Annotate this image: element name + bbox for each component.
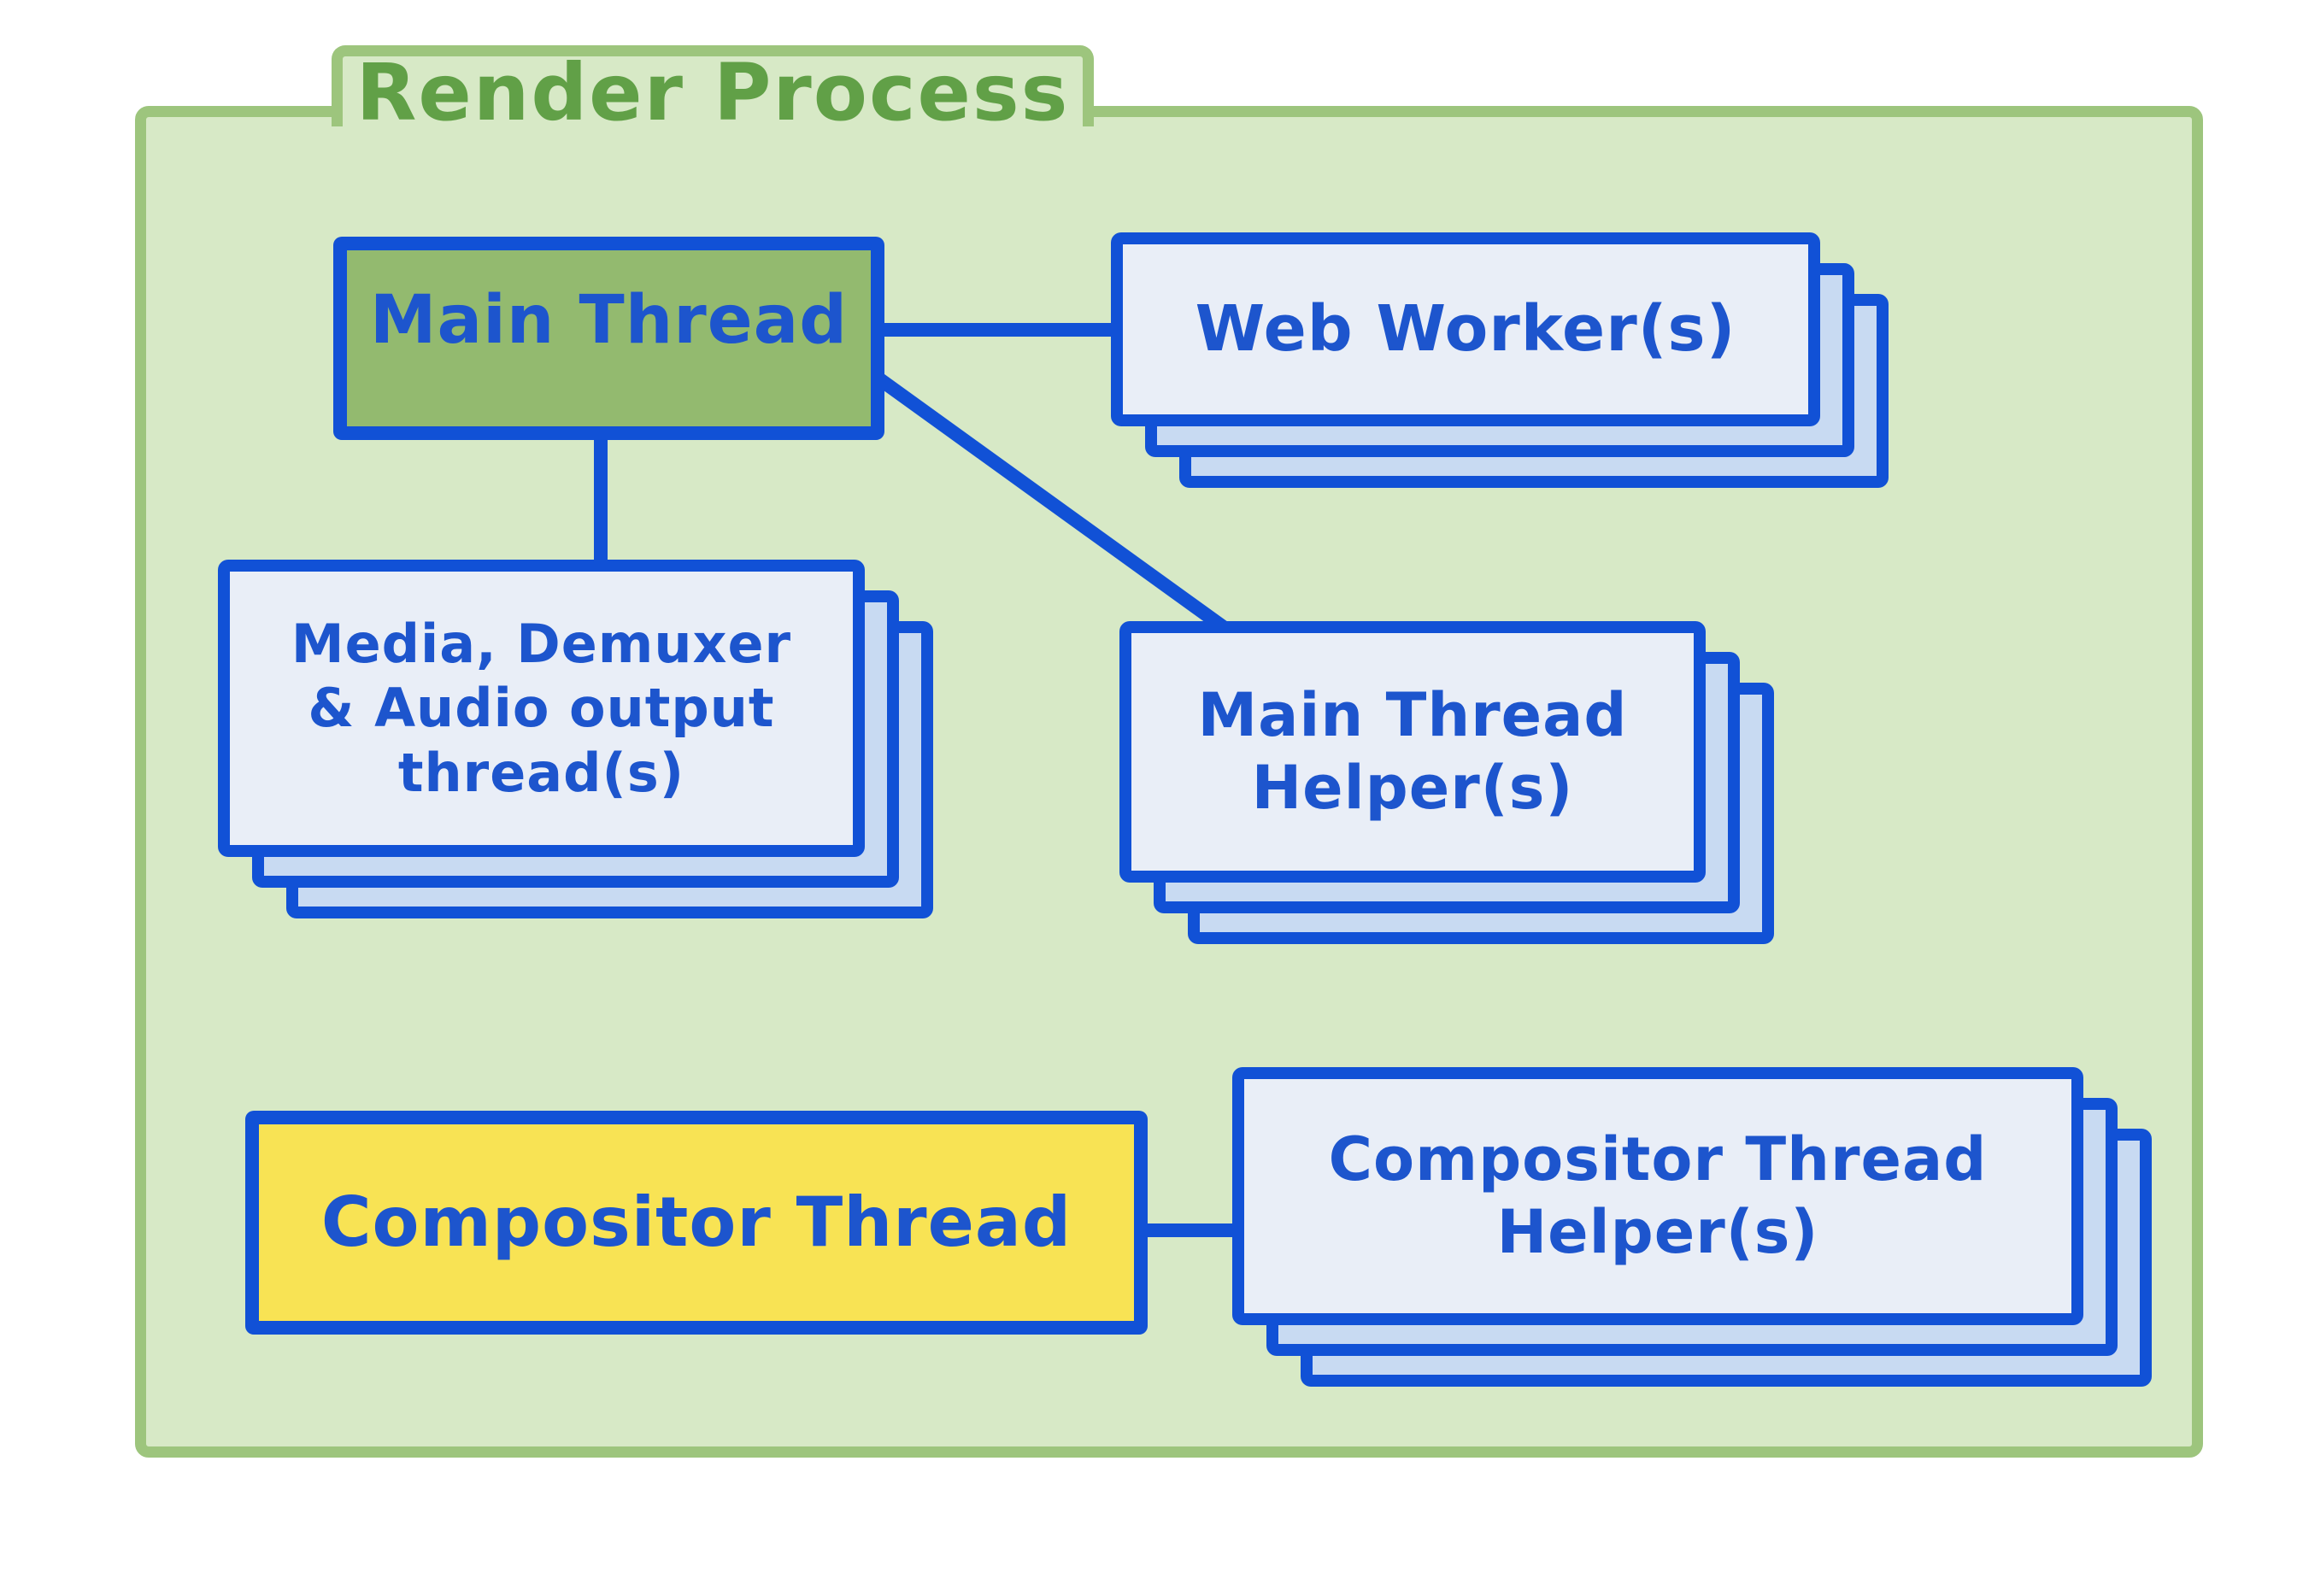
node-web-workers: Web Worker(s)	[1111, 232, 1889, 488]
node-main-thread-helpers: Main Thread Helper(s)	[1119, 621, 1774, 944]
compositor-thread-label: Compositor Thread	[320, 1182, 1072, 1263]
stack-card-front: Web Worker(s)	[1111, 232, 1820, 426]
diagram-title: Render Process	[355, 47, 1070, 138]
main-thread-label: Main Thread	[369, 282, 849, 360]
connector-main-thread-to-main-thread-helpers	[867, 367, 1250, 649]
compositor-thread-helpers-label-line1: Compositor Thread	[1328, 1124, 1988, 1194]
media-threads-label-line2: & Audio output	[308, 677, 775, 740]
compositor-thread-helpers-label: Compositor Thread Helper(s)	[1329, 1124, 1988, 1270]
compositor-thread-helpers-label-line2: Helper(s)	[1496, 1197, 1819, 1267]
main-thread-helpers-label-line1: Main Thread	[1197, 679, 1628, 750]
render-process-tab	[332, 45, 1094, 126]
media-threads-label-line3: thread(s)	[397, 741, 685, 804]
node-compositor-thread-helpers: Compositor Thread Helper(s)	[1232, 1067, 2152, 1387]
web-workers-label: Web Worker(s)	[1195, 292, 1736, 367]
media-threads-label-line1: Media, Demuxer	[291, 612, 792, 675]
node-media-threads: Media, Demuxer & Audio output thread(s)	[218, 560, 933, 918]
media-threads-label: Media, Demuxer & Audio output thread(s)	[291, 612, 791, 806]
stack-card-front: Main Thread Helper(s)	[1119, 621, 1706, 883]
stack-card-front: Compositor Thread Helper(s)	[1232, 1067, 2083, 1325]
main-thread-helpers-label: Main Thread Helper(s)	[1197, 679, 1627, 825]
main-thread-helpers-label-line2: Helper(s)	[1251, 753, 1574, 823]
stack-card-front: Media, Demuxer & Audio output thread(s)	[218, 560, 865, 857]
node-main-thread: Main Thread	[333, 237, 884, 440]
node-compositor-thread: Compositor Thread	[245, 1111, 1148, 1335]
